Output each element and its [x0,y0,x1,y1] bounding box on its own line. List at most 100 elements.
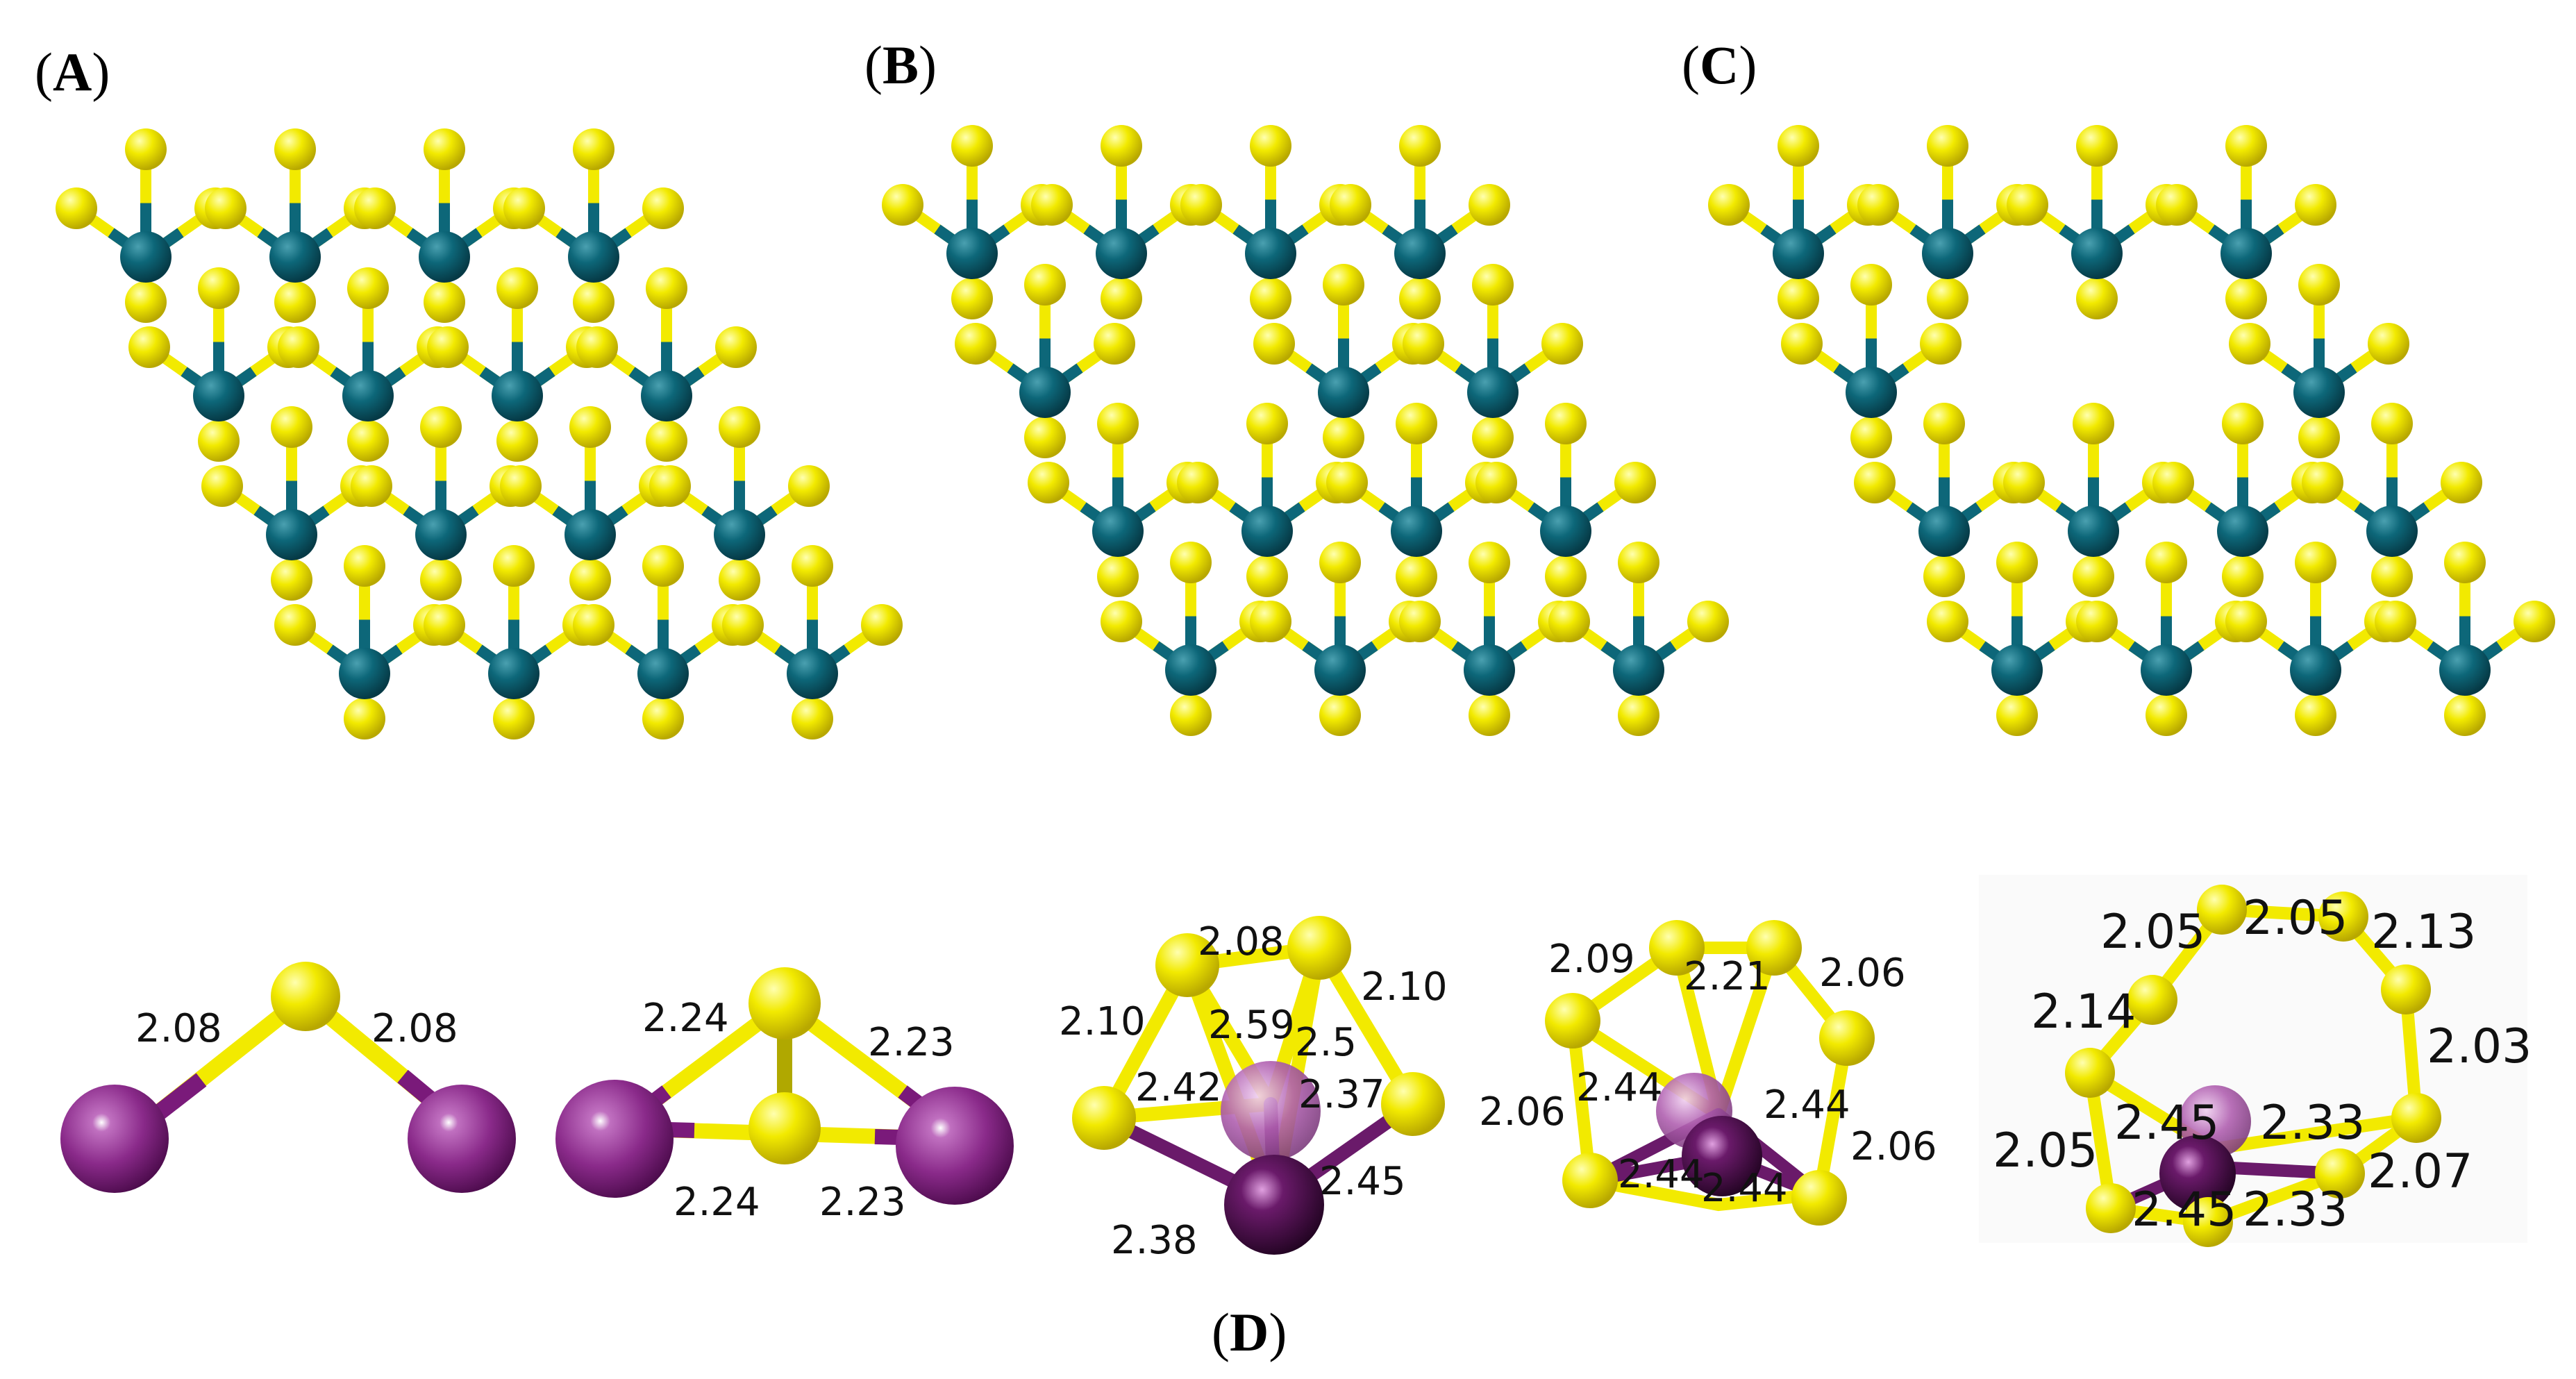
bond-label: 2.42 [1135,1065,1222,1110]
cluster-2: 2.24 2.23 2.24 2.23 [555,967,1014,1225]
bond-label: 2.03 [2427,1019,2532,1074]
sulfur-atom [1778,125,1819,167]
bond-label: 2.10 [1361,964,1448,1010]
metal-atom [1991,644,2043,696]
sulfur-atom [2441,462,2482,503]
sulfur-atom [646,420,687,462]
sulfur-atom [955,323,996,365]
sulfur-atom [951,278,993,319]
sulfur-atom [2302,462,2343,503]
sulfur-atom [424,128,465,170]
bond-label: 2.08 [1198,919,1285,964]
sulfur-atom [1996,542,2038,583]
bond-label: 2.06 [1479,1089,1566,1135]
sulfur-atom [2146,542,2187,583]
sulfur-atom [503,187,545,229]
cluster-5-sulfur [2183,1197,2233,1247]
metal-atom [120,231,172,283]
sulfur-atom [642,545,684,587]
metal-atom [564,509,616,560]
cluster-4-sulfur [1819,1010,1875,1066]
cluster-4-sulfur [1562,1153,1618,1208]
sulfur-atom [493,698,535,739]
sulfur-atom [861,604,903,646]
sulfur-atom [573,604,614,646]
bond-label: 2.07 [2368,1144,2473,1199]
sulfur-atom [1094,323,1135,365]
panel-label-a: (A) [35,42,110,102]
metal-atom [2141,644,2192,696]
sulfur-atom [1927,601,1968,642]
metal-atom [1613,644,1664,696]
sulfur-atom [1323,264,1364,306]
bond-label: 2.44 [1764,1083,1850,1128]
sulfur-atom [1170,694,1212,736]
metal-atom [1846,367,1897,418]
sulfur-atom [1475,462,1517,503]
sulfur-atom [2225,125,2267,167]
bond-label: 2.33 [2260,1096,2365,1151]
sulfur-atom [1469,542,1510,583]
sulfur-atom [1097,403,1139,444]
sulfur-atom [1923,403,1965,444]
sulfur-atom [1996,694,2038,736]
sulfur-atom [2295,184,2336,226]
lattice-pristine [56,128,903,739]
metal-atom [2290,644,2341,696]
metal-atom [2366,505,2418,557]
sulfur-atom [2222,555,2264,597]
sulfur-atom [347,420,389,462]
metal-atom [1019,367,1071,418]
sulfur-atom [792,545,833,587]
metal-atom [2071,228,2123,279]
cluster-1-atom-right [408,1085,516,1193]
bond-label: 2.14 [2031,985,2136,1039]
bond-label: 2.24 [642,996,729,1041]
sulfur-atom [500,465,542,507]
cluster-3-sulfur [1155,933,1219,997]
cluster-4-sulfur [1545,993,1600,1048]
sulfur-atom [205,187,246,229]
sulfur-atom [1330,184,1371,226]
cluster-3-atom-back [1221,1061,1321,1161]
sulfur-atom [576,326,618,368]
sulfur-atom [1618,542,1659,583]
sulfur-atom [1031,184,1073,226]
sulfur-atom [1614,462,1656,503]
bond-label: 2.45 [2114,1096,2219,1151]
metal-atom [1391,505,1442,557]
metal-atom [2220,228,2272,279]
sulfur-atom [1927,278,1968,319]
bond-label: 2.05 [2100,905,2205,960]
sulfur-atom [573,128,614,170]
cluster-2-atom-right [896,1087,1014,1205]
bond-label: 2.13 [2371,905,2476,960]
sulfur-atom [1246,403,1288,444]
sulfur-atom [1687,601,1729,642]
sulfur-atom [1024,264,1066,306]
sulfur-atom [420,406,462,448]
sulfur-atom [1399,125,1441,167]
sulfur-atom [1319,542,1361,583]
sulfur-atom [1396,555,1437,597]
sulfur-atom [1469,184,1510,226]
sulfur-atom [424,604,465,646]
sulfur-atom [1548,601,1590,642]
sulfur-atom [1778,278,1819,319]
cluster-1: 2.08 2.08 [60,962,516,1193]
bond-label: 2.44 [1701,1166,1788,1211]
panel-label-b: (B) [864,35,937,95]
cluster-5-sulfur [2391,1093,2441,1143]
sulfur-atom [420,559,462,601]
sulfur-atom [2076,278,2118,319]
metal-atom [2217,505,2268,557]
sulfur-atom [2076,601,2118,642]
bond-label: 2.44 [1576,1065,1663,1110]
sulfur-atom [1319,694,1361,736]
metal-atom [641,370,692,421]
sulfur-atom [427,326,469,368]
bond-label: 2.38 [1111,1218,1198,1263]
sulfur-atom [1472,417,1514,458]
bond-label: 2.44 [1618,1152,1705,1197]
